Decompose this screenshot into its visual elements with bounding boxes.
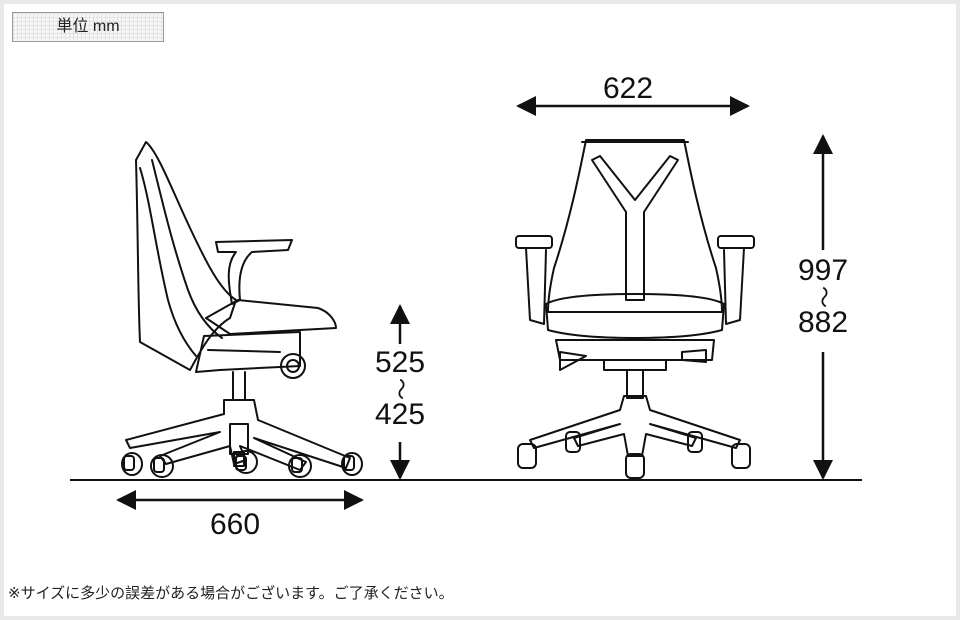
casters-front [517, 431, 751, 479]
total-height-range-symbol: ～ [811, 285, 836, 308]
unit-label: 単位 mm [12, 12, 164, 42]
front-width-value: 622 [603, 72, 654, 105]
base-depth-value: 660 [210, 508, 261, 541]
chair-side-view [121, 141, 363, 478]
casters-side [121, 450, 363, 478]
total-height-min-value: 882 [797, 306, 849, 339]
chair-front-view [515, 139, 755, 479]
seat-height-min-value: 425 [374, 398, 426, 431]
size-disclaimer: ※サイズに多少の誤差がある場合がございます。ご了承ください。 [8, 585, 454, 602]
seat-height-range: 525 ～ 425 [365, 348, 435, 430]
total-height-range: 997 ～ 882 [788, 256, 858, 338]
page-frame [4, 4, 956, 616]
seat-height-range-symbol: ～ [388, 377, 413, 400]
seat-height-max-value: 525 [374, 346, 426, 379]
total-height-max-value: 997 [797, 254, 849, 287]
